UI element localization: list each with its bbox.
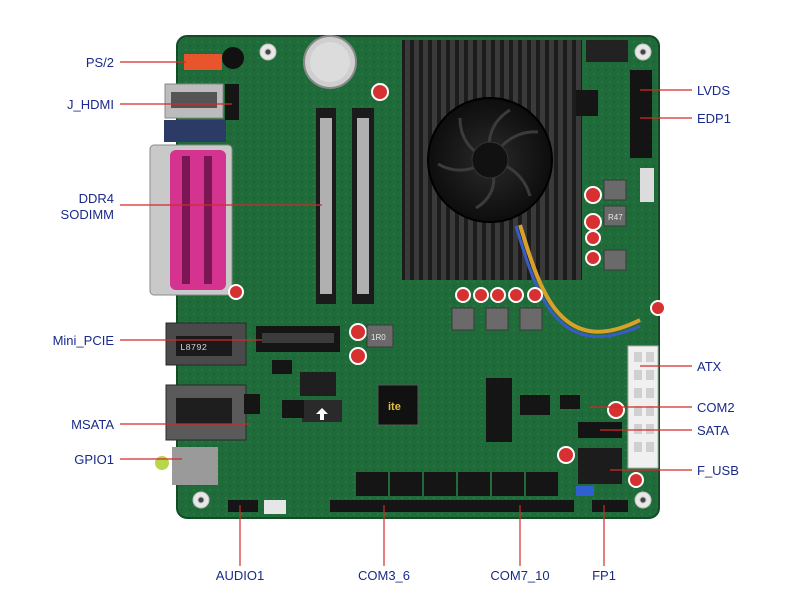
- mounting-holes: [192, 43, 652, 509]
- usb-stack: [172, 447, 218, 485]
- label-fp1: FP1: [592, 568, 616, 583]
- hdmi-header: [225, 84, 239, 120]
- vga-port: [164, 120, 226, 142]
- ps2-connector: [184, 54, 222, 70]
- label-sata: SATA: [697, 423, 729, 438]
- lan-chip-text: L8792: [180, 343, 207, 353]
- label-com7-10: COM7_10: [490, 568, 549, 583]
- label-ps2: PS/2: [86, 55, 114, 70]
- label-com3-6: COM3_6: [358, 568, 410, 583]
- arrow-marker: [316, 408, 328, 420]
- ic-chips: [244, 90, 598, 442]
- label-sodimm: SODIMM: [61, 207, 114, 222]
- choke-text: R47: [608, 213, 623, 222]
- leader-lines: [120, 61, 692, 566]
- label-f-usb: F_USB: [697, 463, 739, 478]
- label-j-hdmi: J_HDMI: [67, 97, 114, 112]
- capacitors: [228, 83, 666, 488]
- white-header-bottom: [264, 500, 286, 514]
- label-lvds: LVDS: [697, 83, 730, 98]
- buzzer: [222, 47, 244, 69]
- audio-jack: [155, 456, 169, 470]
- label-edp1: EDP1: [697, 111, 731, 126]
- label-ddr4: DDR4: [79, 191, 114, 206]
- ite-super-io-chip: [377, 384, 419, 426]
- label-mini-pcie: Mini_PCIE: [53, 333, 115, 348]
- dip-switch: [586, 40, 628, 62]
- choke-text-2: 1R0: [371, 333, 386, 342]
- label-msata: MSATA: [71, 417, 114, 432]
- parallel-port: [170, 150, 226, 290]
- blue-jumper: [576, 486, 594, 496]
- com-headers: [228, 472, 628, 512]
- usb-headers: [578, 448, 622, 484]
- sim-slot: [300, 372, 336, 396]
- label-gpio1: GPIO1: [74, 452, 114, 467]
- white-header-right: [640, 168, 654, 202]
- label-com2: COM2: [697, 400, 735, 415]
- ite-chip-label: ite: [388, 401, 401, 413]
- chokes: [366, 179, 627, 348]
- label-audio1: AUDIO1: [216, 568, 264, 583]
- fan-cable: [518, 224, 641, 334]
- label-atx: ATX: [697, 359, 722, 374]
- lvds-edp-header: [630, 70, 652, 158]
